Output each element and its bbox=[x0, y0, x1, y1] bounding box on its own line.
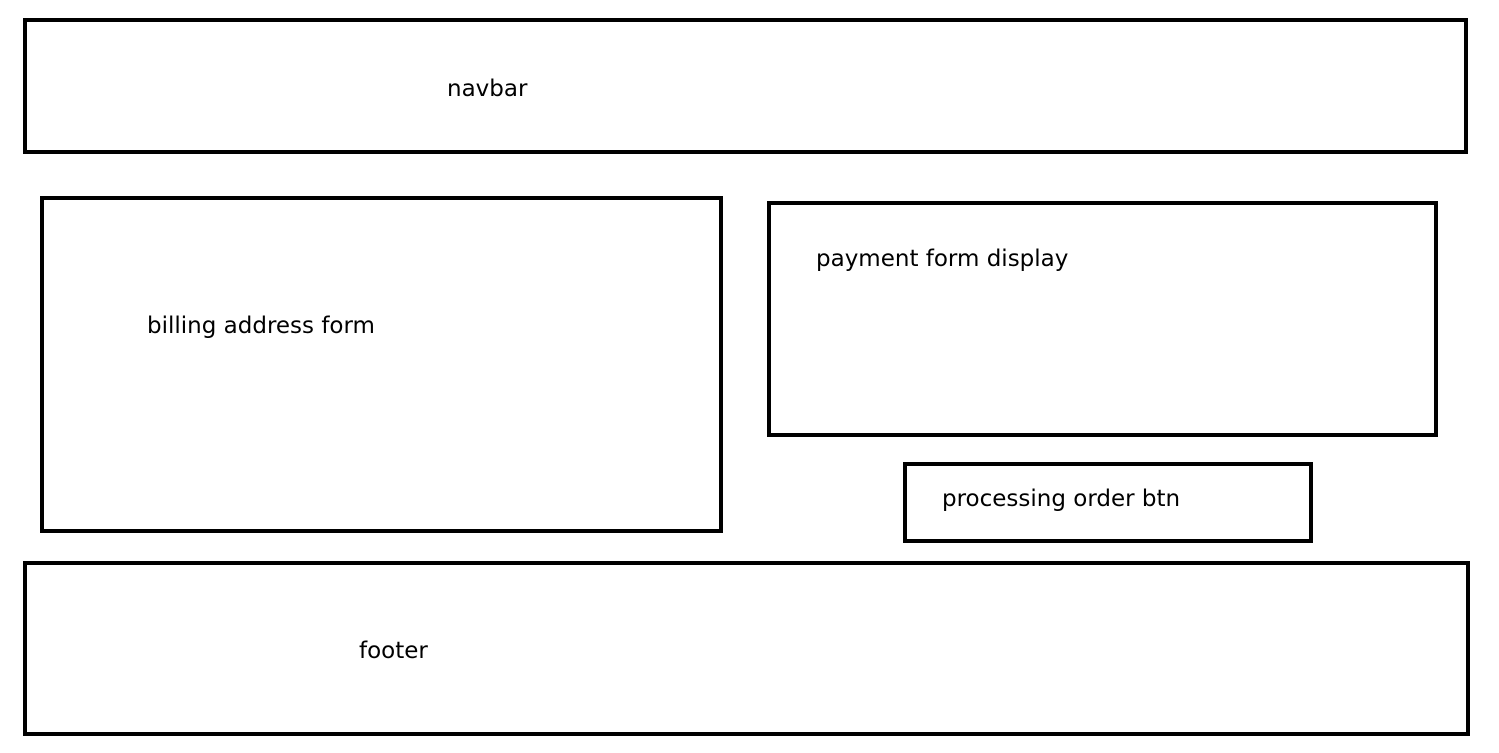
navbar-label: navbar bbox=[447, 76, 528, 102]
payment-form-display-label: payment form display bbox=[816, 246, 1069, 272]
processing-order-button-label: processing order btn bbox=[942, 486, 1181, 512]
navbar-box: navbar bbox=[23, 18, 1468, 154]
footer-label: footer bbox=[359, 638, 428, 664]
processing-order-button-box: processing order btn bbox=[903, 462, 1313, 543]
footer-box: footer bbox=[23, 561, 1470, 736]
payment-form-display-box: payment form display bbox=[767, 201, 1438, 437]
billing-address-form-label: billing address form bbox=[147, 313, 375, 339]
billing-address-form-box: billing address form bbox=[40, 196, 723, 533]
